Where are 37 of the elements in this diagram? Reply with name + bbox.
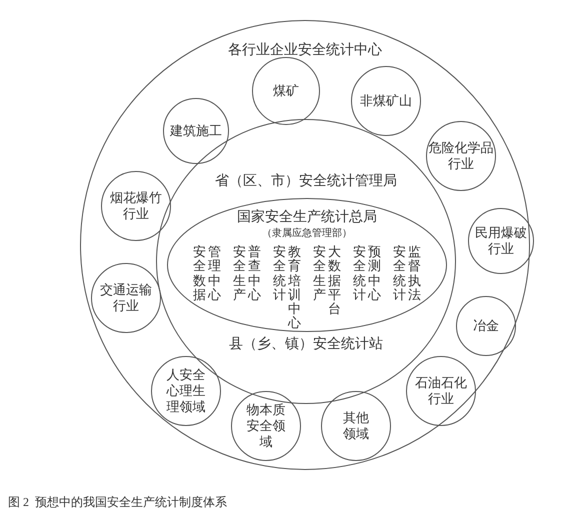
circle	[456, 296, 516, 356]
vertical-label: 安全统计预测中心	[353, 245, 381, 304]
circle	[406, 356, 476, 426]
circle-label: 冶金	[472, 318, 500, 334]
circle-label: 县（乡、镇）安全统计站	[228, 335, 384, 353]
circle-label: 交通运输行业	[99, 282, 153, 314]
circle	[91, 263, 161, 333]
circle-label: 人安全心理生理领域	[166, 367, 206, 415]
circle-label: 危险化学品行业	[428, 140, 494, 172]
circle-label: 煤矿	[272, 83, 300, 99]
circle-label: 各行业企业安全统计中心	[227, 41, 383, 59]
circle-label: 物本质安全领域	[246, 402, 286, 450]
circle	[151, 356, 221, 426]
circle	[163, 98, 229, 164]
circle-label: 其他领域	[342, 410, 370, 442]
circle-label: 石油石化行业	[414, 375, 468, 407]
circle	[252, 57, 320, 125]
ellipse	[167, 198, 447, 332]
circle	[351, 66, 421, 136]
circle-label: 建筑施工	[169, 123, 223, 139]
vertical-label: 安全生产大数据平台	[313, 245, 341, 318]
circle	[426, 121, 496, 191]
vertical-label: 安全生产普查中心	[233, 245, 261, 304]
circle-label: 民用爆破行业	[474, 225, 528, 257]
caption: 图 2 预想中的我国安全生产统计制度体系	[8, 494, 227, 511]
vertical-label: 安全统计监督执法	[393, 245, 421, 304]
circle	[468, 208, 534, 274]
ellipse-title: 国家安全生产统计总局	[237, 209, 377, 227]
circle-label: 非煤矿山	[359, 93, 413, 109]
ellipse-subtitle: （隶属应急管理部）	[262, 227, 352, 241]
circle-label: 省（区、市）安全统计管理局	[214, 172, 398, 190]
vertical-label: 安全统计教育培训中心	[273, 245, 301, 331]
circle-label: 烟花爆竹行业	[109, 190, 163, 222]
circle	[321, 391, 391, 461]
vertical-label: 安全数据管理中心	[193, 245, 221, 304]
circle	[231, 391, 301, 461]
circle	[101, 171, 171, 241]
